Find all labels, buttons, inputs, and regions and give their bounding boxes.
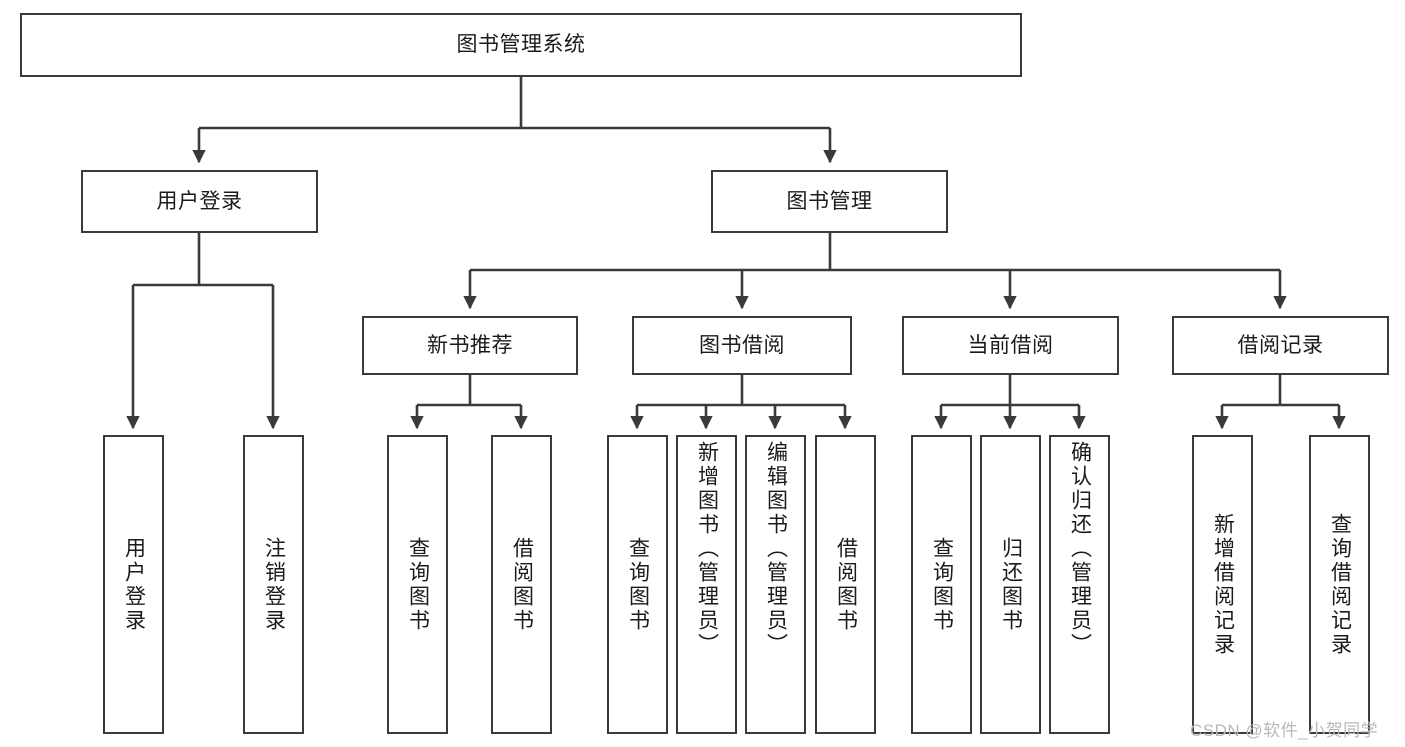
node-borrow-record[interactable]: 借阅记录 xyxy=(1172,316,1389,375)
node-leaf-user-logout[interactable]: 注销登录 xyxy=(243,435,304,734)
node-leaf-borrow-book[interactable]: 借阅图书 xyxy=(815,435,876,734)
node-leaf-add-book[interactable]: 新增图书（管理员） xyxy=(676,435,737,734)
node-leaf-borrow-book-recommend-label: 借阅图书 xyxy=(510,536,534,633)
node-borrow-record-label: 借阅记录 xyxy=(1237,333,1324,357)
node-current-borrow[interactable]: 当前借阅 xyxy=(902,316,1119,375)
node-leaf-query-book-current-label: 查询图书 xyxy=(930,536,954,633)
node-new-book-recommend[interactable]: 新书推荐 xyxy=(362,316,578,375)
node-root-book-management-system[interactable]: 图书管理系统 xyxy=(20,13,1022,77)
node-leaf-edit-book-label: 编辑图书（管理员） xyxy=(764,441,788,657)
node-current-borrow-label: 当前借阅 xyxy=(967,333,1054,357)
node-leaf-user-login-label: 用户登录 xyxy=(122,536,146,633)
node-leaf-confirm-return-label: 确认归还（管理员） xyxy=(1068,441,1092,657)
node-leaf-add-book-label: 新增图书（管理员） xyxy=(695,441,719,657)
node-user-login-label: 用户登录 xyxy=(156,189,243,213)
node-leaf-add-borrow-record-label: 新增借阅记录 xyxy=(1211,512,1235,657)
node-leaf-edit-book[interactable]: 编辑图书（管理员） xyxy=(745,435,806,734)
node-leaf-add-borrow-record[interactable]: 新增借阅记录 xyxy=(1192,435,1253,734)
node-book-management-label: 图书管理 xyxy=(786,189,873,213)
node-user-login[interactable]: 用户登录 xyxy=(81,170,318,233)
node-leaf-query-borrow-record-label: 查询借阅记录 xyxy=(1328,512,1352,657)
node-leaf-return-book-label: 归还图书 xyxy=(999,536,1023,633)
node-leaf-borrow-book-recommend[interactable]: 借阅图书 xyxy=(491,435,552,734)
node-leaf-return-book[interactable]: 归还图书 xyxy=(980,435,1041,734)
node-leaf-query-book-recommend[interactable]: 查询图书 xyxy=(387,435,448,734)
node-book-borrow-label: 图书借阅 xyxy=(699,333,785,357)
node-leaf-query-borrow-record[interactable]: 查询借阅记录 xyxy=(1309,435,1370,734)
node-new-book-recommend-label: 新书推荐 xyxy=(427,333,513,357)
node-leaf-query-book-borrow[interactable]: 查询图书 xyxy=(607,435,668,734)
node-leaf-user-login[interactable]: 用户登录 xyxy=(103,435,164,734)
node-leaf-confirm-return[interactable]: 确认归还（管理员） xyxy=(1049,435,1110,734)
node-leaf-query-book-recommend-label: 查询图书 xyxy=(406,536,430,633)
node-leaf-user-logout-label: 注销登录 xyxy=(262,536,286,633)
node-book-borrow[interactable]: 图书借阅 xyxy=(632,316,852,375)
node-book-management[interactable]: 图书管理 xyxy=(711,170,948,233)
node-root-label: 图书管理系统 xyxy=(456,33,586,57)
node-leaf-query-book-current[interactable]: 查询图书 xyxy=(911,435,972,734)
node-leaf-query-book-borrow-label: 查询图书 xyxy=(626,536,650,633)
node-leaf-borrow-book-label: 借阅图书 xyxy=(834,536,858,633)
